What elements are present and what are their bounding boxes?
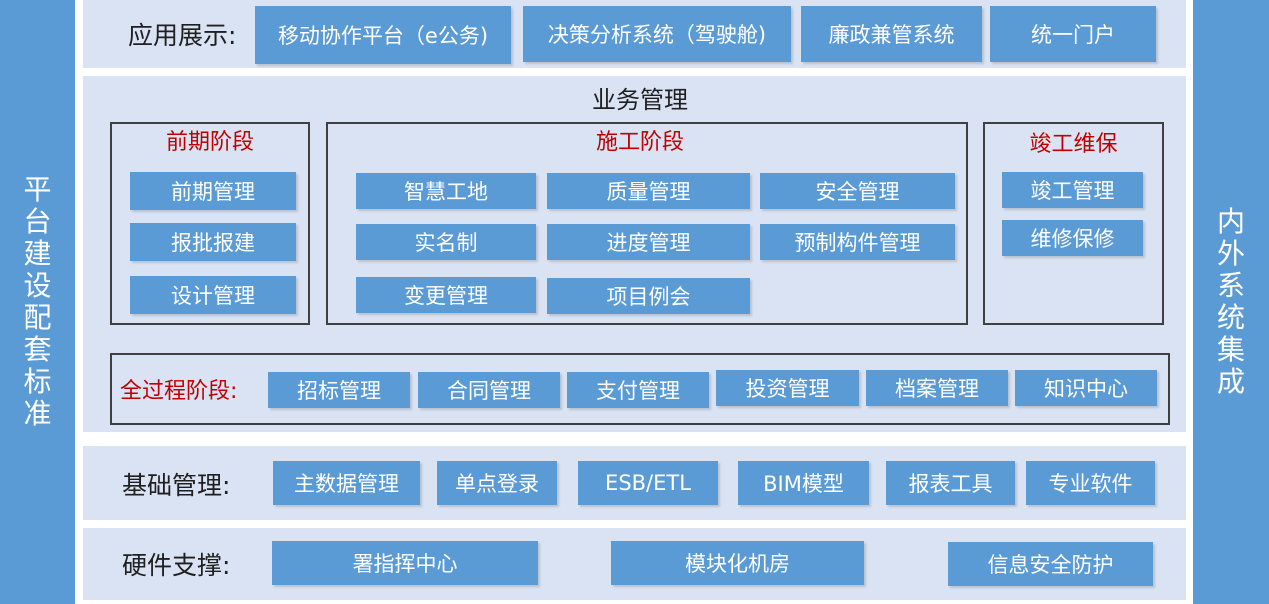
- construction-item-smart-site[interactable]: 智慧工地: [356, 173, 536, 209]
- whole-item-bidding[interactable]: 招标管理: [268, 372, 410, 408]
- construction-item-safety[interactable]: 安全管理: [760, 173, 955, 209]
- hardware-item-modular-room[interactable]: 模块化机房: [611, 541, 864, 585]
- early-item-design[interactable]: 设计管理: [130, 276, 296, 314]
- early-item-preliminary[interactable]: 前期管理: [130, 172, 296, 210]
- left-side-bar: 平台建设配套标准: [0, 0, 75, 604]
- app-item-mobile-collab[interactable]: 移动协作平台（e公务): [255, 6, 511, 64]
- app-item-unified-portal[interactable]: 统一门户: [990, 6, 1156, 62]
- early-stage-title: 前期阶段: [165, 130, 254, 155]
- construction-stage-frame: [326, 122, 968, 325]
- base-item-report-tool[interactable]: 报表工具: [886, 461, 1015, 505]
- hardware-item-security[interactable]: 信息安全防护: [948, 542, 1153, 586]
- hardware-label: 硬件支撑:: [122, 551, 231, 580]
- base-item-bim-model[interactable]: BIM模型: [738, 461, 869, 505]
- whole-process-frame: [110, 353, 1170, 425]
- completion-item-acceptance[interactable]: 竣工管理: [1002, 172, 1143, 208]
- right-side-bar-label: 内外系统集成: [1216, 205, 1245, 398]
- construction-item-meeting[interactable]: 项目例会: [547, 278, 750, 314]
- completion-stage-frame: [983, 122, 1164, 325]
- app-display-label: 应用展示:: [128, 21, 237, 50]
- completion-item-maintenance[interactable]: 维修保修: [1002, 220, 1143, 256]
- whole-item-knowledge[interactable]: 知识中心: [1015, 370, 1157, 406]
- hardware-item-command-center[interactable]: 署指挥中心: [272, 541, 538, 585]
- app-item-integrity-supervision[interactable]: 廉政兼管系统: [801, 6, 982, 62]
- base-item-professional-software[interactable]: 专业软件: [1026, 461, 1155, 505]
- completion-stage-title: 竣工维保: [1029, 132, 1118, 157]
- construction-stage-title: 施工阶段: [595, 130, 684, 155]
- base-item-master-data[interactable]: 主数据管理: [273, 461, 420, 505]
- construction-item-prefab[interactable]: 预制构件管理: [760, 224, 955, 260]
- business-title: 业务管理: [592, 85, 688, 114]
- whole-process-label: 全过程阶段:: [120, 379, 238, 404]
- construction-item-progress[interactable]: 进度管理: [547, 224, 750, 260]
- early-stage-frame: [110, 122, 310, 325]
- whole-item-payment[interactable]: 支付管理: [567, 372, 709, 408]
- base-item-sso[interactable]: 单点登录: [437, 461, 557, 505]
- early-item-approval[interactable]: 报批报建: [130, 223, 296, 261]
- whole-item-investment[interactable]: 投资管理: [716, 370, 859, 406]
- construction-item-change[interactable]: 变更管理: [356, 277, 536, 313]
- base-item-esb-etl[interactable]: ESB/ETL: [578, 461, 718, 505]
- whole-item-archive[interactable]: 档案管理: [866, 370, 1008, 406]
- left-side-bar-label: 平台建设配套标准: [23, 173, 52, 430]
- base-label: 基础管理:: [122, 471, 231, 500]
- construction-item-quality[interactable]: 质量管理: [547, 173, 750, 209]
- whole-item-contract[interactable]: 合同管理: [418, 372, 560, 408]
- right-side-bar: 内外系统集成: [1193, 0, 1269, 604]
- construction-item-real-name[interactable]: 实名制: [356, 224, 536, 260]
- app-item-decision-analysis[interactable]: 决策分析系统（驾驶舱): [523, 6, 791, 62]
